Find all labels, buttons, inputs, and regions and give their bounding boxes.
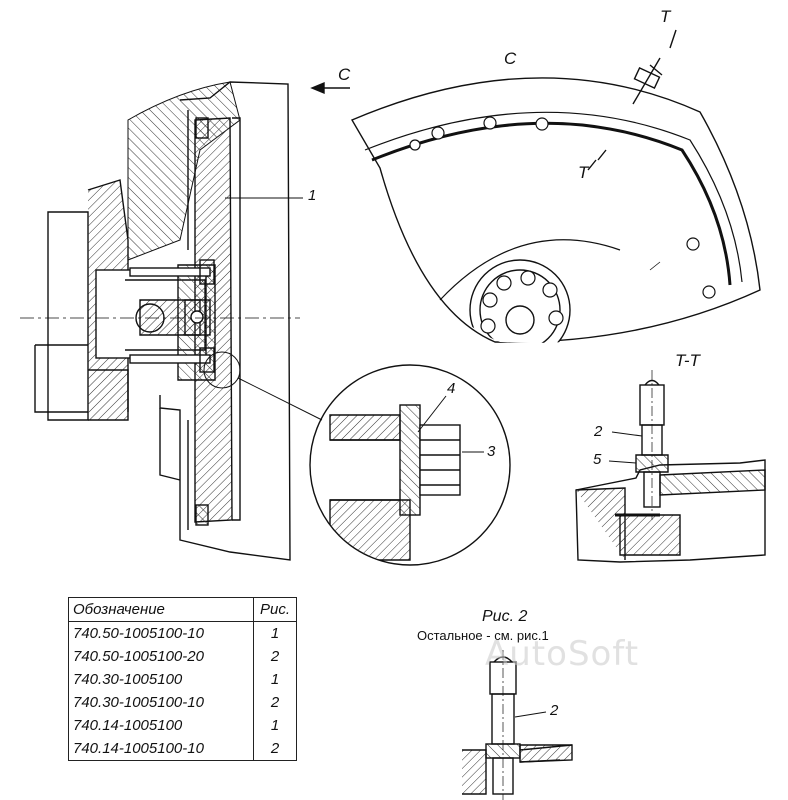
view-c-title: C: [504, 49, 517, 68]
figure-cell: 1: [253, 621, 297, 645]
figure-cell: 2: [253, 645, 297, 668]
callout-3: 3: [487, 443, 496, 460]
section-marker-mid: T: [578, 163, 589, 182]
watermark-text: AutoSoft: [485, 634, 640, 674]
section-view-main: [20, 81, 300, 561]
figure-cell: 1: [253, 714, 297, 737]
designation-cell: 740.50-1005100-10: [68, 621, 254, 645]
designation-cell: 740.14-1005100-10: [68, 737, 254, 761]
detail-view-bolt: [237, 364, 511, 566]
callout-1: 1: [308, 187, 317, 204]
callout-2: 2: [594, 423, 603, 440]
figure-cell: 2: [253, 691, 297, 714]
designation-cell: 740.30-1005100-10: [68, 691, 254, 714]
view-c-arrow: [310, 81, 350, 95]
section-t-t: [575, 370, 766, 563]
view-c-arrow-label: C: [338, 65, 351, 84]
callout-5: 5: [593, 451, 602, 468]
designation-cell: 740.50-1005100-20: [68, 645, 254, 668]
section-t-t-title: T-T: [675, 351, 700, 370]
callout-4: 4: [447, 380, 456, 397]
table-header-row: Обозначение Рис.: [68, 597, 297, 622]
designation-cell: 740.14-1005100: [68, 714, 254, 737]
figure-2-drawing: [462, 650, 573, 800]
view-c-flywheel: [350, 29, 761, 343]
callout-2-fig2: 2: [550, 702, 559, 719]
header-designation: Обозначение: [68, 597, 254, 622]
figure-2-note: Остальное - см. рис.1: [417, 628, 549, 643]
figure-cell: 2: [253, 737, 297, 761]
figure-cell: 1: [253, 668, 297, 691]
header-figure: Рис.: [253, 597, 297, 622]
designation-cell: 740.30-1005100: [68, 668, 254, 691]
section-marker-top: T: [660, 7, 671, 26]
figure-2-caption: Рис. 2: [482, 608, 528, 625]
